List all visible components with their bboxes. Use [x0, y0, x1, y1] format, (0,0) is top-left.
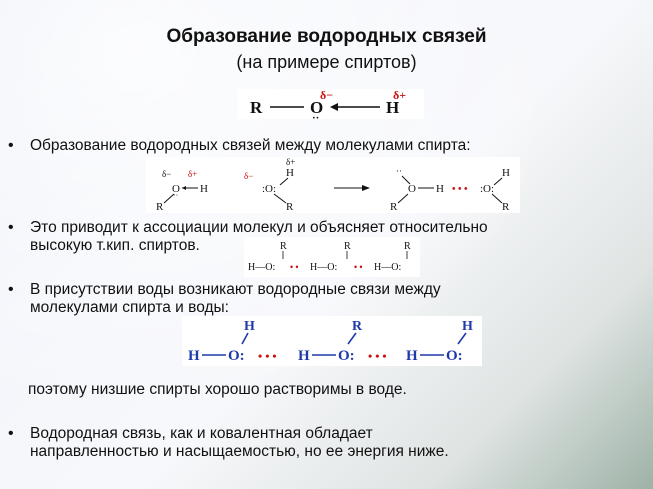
bullet-3-line-1: В присутствии воды возникают водородные …	[30, 281, 441, 298]
pair-l-r: R	[156, 201, 164, 213]
water-h-right: H	[406, 348, 418, 364]
pair-m-oh-bond	[279, 177, 289, 186]
pair-m-r: R	[286, 201, 294, 213]
prod-hbond-dots: • • •	[452, 184, 468, 195]
pair-l-or-bond	[163, 193, 175, 204]
formula-chain-svg: R R R H—O: • • H—O: • • H—O:	[248, 241, 411, 273]
pair-l-delta-minus: δ−	[162, 169, 171, 179]
prod-h: H	[436, 183, 444, 195]
prod-r1: R	[390, 201, 398, 213]
bullet-marker-1: •	[8, 137, 14, 154]
formula-pair-svg: δ− δ+ O ·· H R δ+ H δ− :O: R ·· O H • • …	[156, 157, 510, 213]
reaction-arrow-head	[362, 185, 370, 191]
pair-m-o: :O:	[262, 183, 276, 195]
slide-subtitle: (на примере спиртов)	[236, 52, 417, 72]
pair-l-delta-plus: δ+	[188, 169, 197, 179]
pair-m-delta-minus: δ−	[244, 171, 253, 181]
pair-l-o: O	[172, 183, 180, 195]
water-r-bond	[347, 332, 357, 345]
water-h-top-right: H	[462, 319, 473, 334]
pair-l-o-lone-pair: ··	[173, 191, 178, 200]
bullet-marker-2: •	[8, 219, 14, 236]
chain-hbond-1: • •	[290, 262, 299, 272]
water-o-1: O:	[228, 348, 245, 364]
prod-h-bond-left	[401, 175, 411, 185]
top-o-lone-pair: ··	[312, 112, 319, 119]
chain-ho-1: H—O:	[248, 262, 275, 273]
water-h-left: H	[188, 348, 200, 364]
prod-o: O	[408, 183, 416, 195]
top-o: O	[310, 98, 323, 117]
chain-r-3: R	[404, 241, 411, 252]
bullet-3-line-2: молекулами спирта и воды:	[30, 299, 229, 316]
chain-ho-2: H—O:	[310, 262, 337, 273]
bullet-1-text: Образование водородных связей между моле…	[30, 137, 471, 154]
water-o-2: O:	[338, 348, 355, 364]
top-r: R	[250, 98, 263, 117]
prod-r2-bond	[491, 193, 503, 204]
bullet-2-line-1: Это приводит к ассоциации молекул и объя…	[30, 219, 488, 236]
water-hbond-1: • • •	[258, 349, 277, 363]
chain-hbond-2: • •	[354, 262, 363, 272]
water-h-top-bond	[241, 332, 249, 345]
prod-h2-bond	[493, 177, 503, 186]
pair-l-arrowhead	[182, 186, 186, 190]
chain-r-1: R	[280, 241, 287, 252]
formula-top-svg: R O ·· δ− H δ+	[250, 88, 406, 124]
bullet-2-line-2: высокую т.кип. спиртов.	[30, 237, 200, 254]
top-delta-plus: δ+	[393, 89, 406, 102]
pair-m-delta-plus: δ+	[286, 157, 295, 167]
water-h-top-right-bond	[457, 332, 467, 345]
formula-top: R O ·· δ− H δ+	[238, 88, 424, 124]
prod-o2: :O:	[480, 183, 494, 195]
water-hbond-2: • • •	[368, 349, 387, 363]
top-delta-minus: δ−	[320, 89, 333, 102]
prod-lone-pair: ··	[396, 166, 402, 176]
top-arrow-head	[330, 103, 338, 111]
formula-water: H H O: • • • H O: R • • • H O: H	[182, 316, 482, 366]
formula-pair: δ− δ+ O ·· H R δ+ H δ− :O: R ·· O H • • …	[146, 157, 520, 213]
bullet-marker-3: •	[8, 281, 14, 298]
water-o-3: O:	[446, 348, 463, 364]
water-r: R	[352, 319, 363, 334]
note-text: поэтому низшие спирты хорошо растворимы …	[28, 381, 407, 398]
pair-m-or-bond	[273, 193, 287, 204]
chain-ho-3: H—O:	[374, 262, 401, 273]
top-h: H	[386, 98, 399, 117]
pair-m-h: H	[286, 167, 294, 179]
bullet-marker-4: •	[8, 425, 14, 442]
pair-l-h: H	[200, 183, 208, 195]
prod-h2: H	[502, 167, 510, 179]
water-h-mid: H	[298, 348, 310, 364]
bullet-4-line-1: Водородная связь, как и ковалентная обла…	[30, 425, 373, 442]
chain-r-2: R	[344, 241, 351, 252]
formula-chain: R R R H—O: • • H—O: • • H—O:	[244, 237, 420, 277]
slide-title: Образование водородных связей	[166, 26, 487, 47]
water-h-top: H	[244, 319, 255, 334]
prod-r2: R	[502, 201, 510, 213]
bullet-4-line-2: направленностью и насыщаемостью, но ее э…	[30, 443, 449, 460]
prod-r1-bond	[397, 193, 409, 204]
formula-water-svg: H H O: • • • H O: R • • • H O: H	[188, 319, 473, 364]
